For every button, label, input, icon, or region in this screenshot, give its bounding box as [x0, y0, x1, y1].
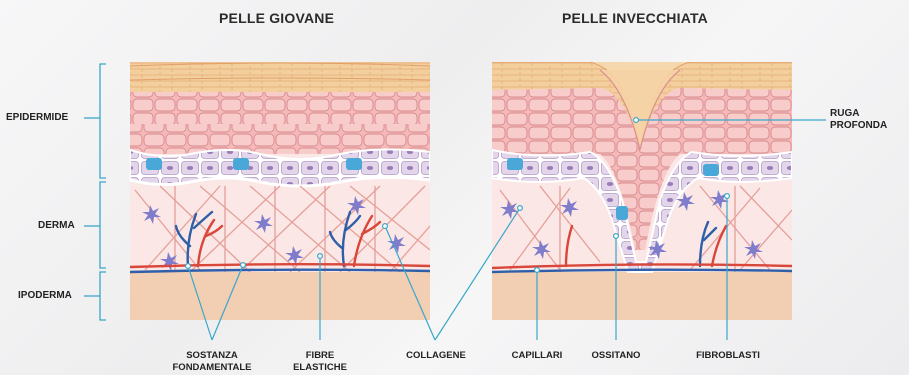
label-ground-substance: SOSTANZA FONDAMENTALE: [162, 350, 262, 374]
label-dermis: DERMA: [38, 220, 75, 231]
label-elastic-fibers: FIBRE ELASTICHE: [290, 350, 350, 374]
title-young-skin: PELLE GIOVANE: [219, 10, 334, 26]
label-capillaries: CAPILLARI: [503, 350, 571, 362]
label-collagen: COLLAGENE: [400, 350, 472, 362]
title-aged-skin: PELLE INVECCHIATA: [562, 10, 708, 26]
label-hypodermis: IPODERMA: [18, 290, 72, 301]
young-hypodermis: [130, 272, 430, 320]
layer-brackets: [84, 64, 106, 320]
label-fibroblasts: FIBROBLASTI: [688, 350, 768, 362]
label-deep-wrinkle: RUGA PROFONDA: [830, 108, 908, 132]
young-skin-panel: [130, 62, 430, 320]
label-epidermis: EPIDERMIDE: [6, 112, 68, 123]
label-oxytalan: OSSITANO: [584, 350, 648, 362]
